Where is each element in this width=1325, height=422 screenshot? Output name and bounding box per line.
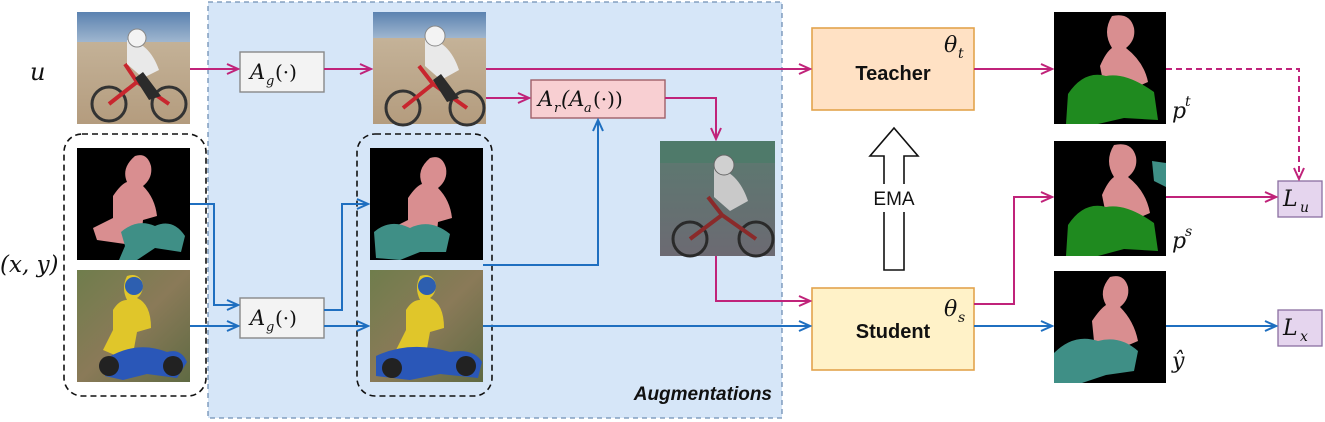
svg-text:(·)): (·)) — [593, 87, 623, 111]
svg-text:t: t — [958, 46, 964, 62]
labeled-input-group — [63, 133, 207, 397]
svg-text:g: g — [266, 320, 274, 335]
compound-augmentation-op: A r (A a (·)) — [530, 79, 666, 119]
svg-text:s: s — [958, 310, 965, 326]
ground-truth-label-mask — [1054, 271, 1166, 383]
svg-text:A: A — [248, 306, 265, 330]
teacher-prediction-sup: t — [1185, 94, 1191, 110]
student-prediction-mask — [1054, 141, 1166, 256]
augmented-unlabeled-photo — [373, 12, 486, 127]
labeled-input-symbol: (x, y) — [0, 252, 59, 278]
svg-text:θ: θ — [944, 297, 957, 322]
student-prediction-symbol: p — [1172, 229, 1186, 254]
svg-text:(·): (·) — [275, 60, 297, 84]
unlabeled-input-symbol: u — [30, 58, 45, 86]
unlabeled-photo-cyclist — [77, 12, 190, 124]
svg-text:a: a — [584, 101, 592, 116]
supervised-loss: L x — [1277, 309, 1323, 347]
svg-text:EMA: EMA — [873, 189, 915, 210]
svg-text:g: g — [266, 74, 274, 89]
teacher-model: Teacher θ t — [811, 27, 975, 111]
augmented-ground-truth-mask — [370, 148, 483, 260]
input-ground-truth-mask — [77, 148, 190, 260]
arrow-aug-mask-to-compound — [483, 120, 598, 266]
augmentations-label: Augmentations — [633, 384, 772, 405]
input-labeled-photo-motocross — [77, 270, 190, 382]
svg-text:A: A — [536, 87, 553, 111]
arrow-student-to-ps — [974, 197, 1052, 305]
student-prediction-sup: s — [1185, 224, 1192, 240]
unlabeled-flow-arrows — [190, 69, 1299, 304]
svg-text:r: r — [554, 101, 561, 116]
svg-text:(A: (A — [561, 87, 584, 111]
teacher-prediction-symbol: p — [1172, 99, 1186, 124]
teacher-prediction-mask — [1054, 12, 1166, 124]
student-model: Student θ s — [811, 287, 975, 371]
svg-text:θ: θ — [944, 33, 957, 58]
svg-text:x: x — [1300, 329, 1308, 345]
arrow-compound-to-strong-image — [665, 97, 716, 139]
svg-text:u: u — [1300, 200, 1309, 216]
arrow-strong-image-to-student — [715, 256, 810, 301]
augmented-labeled-photo — [370, 270, 483, 382]
geometric-augmentation-op-bottom: A g (·) — [239, 297, 325, 339]
svg-text:L: L — [1282, 187, 1298, 212]
strongly-augmented-photo — [660, 141, 775, 258]
svg-text:(·): (·) — [275, 306, 297, 330]
svg-text:A: A — [248, 60, 265, 84]
arrow-Ag-to-aug-mask — [324, 204, 368, 311]
ema-arrow: EMA — [866, 126, 922, 271]
ground-truth-symbol: ŷ — [1171, 349, 1185, 374]
svg-text:L: L — [1282, 316, 1298, 341]
geometric-augmentation-op-top: A g (·) — [239, 51, 325, 93]
unsupervised-loss: L u — [1277, 180, 1323, 218]
labeled-flow-arrows — [190, 120, 1276, 326]
arrow-mask-to-Ag — [190, 203, 238, 305]
svg-text:Teacher: Teacher — [855, 63, 930, 85]
svg-text:Student: Student — [856, 321, 931, 343]
arrow-pt-to-Lu-dashed — [1166, 68, 1299, 179]
